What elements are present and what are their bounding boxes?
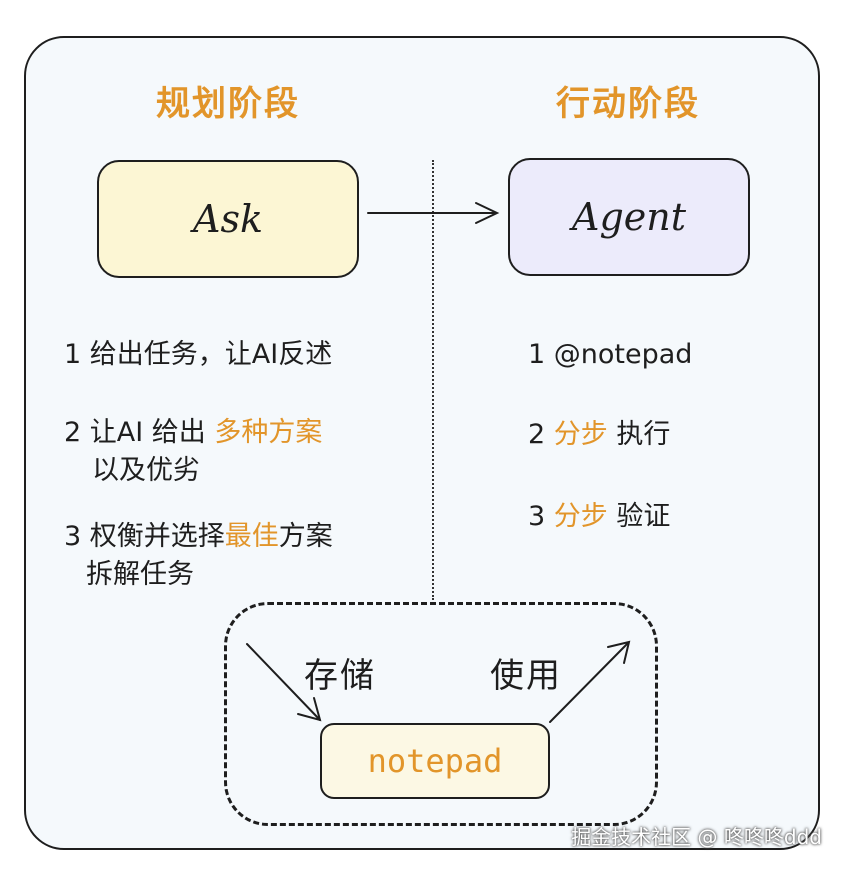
action-step-1: 1 @notepad	[528, 336, 692, 374]
action-step-2: 2 分步 执行	[528, 416, 670, 454]
use-label: 使用	[490, 656, 562, 696]
planning-step-3-suffix: 方案	[278, 521, 333, 552]
action-step-2-prefix: 2	[528, 419, 554, 450]
watermark: 掘金技术社区 @ 咚咚咚ddd	[571, 825, 822, 849]
planning-step-1: 1 给出任务，让AI反述	[64, 336, 332, 374]
planning-step-3-highlight: 最佳	[224, 521, 279, 552]
planning-heading: 规划阶段	[156, 84, 300, 124]
action-step-3-prefix: 3	[528, 501, 554, 532]
action-step-2-suffix: 执行	[607, 419, 671, 450]
action-step-3-suffix: 验证	[607, 501, 671, 532]
planning-step-2-line2: 以及优劣	[92, 455, 200, 486]
planning-step-2-prefix: 2 让AI 给出	[64, 417, 215, 448]
action-step-3: 3 分步 验证	[528, 498, 670, 536]
phase-divider	[432, 160, 434, 600]
action-heading: 行动阶段	[556, 84, 700, 124]
planning-step-3-prefix: 3 权衡并选择	[64, 521, 225, 552]
planning-step-2: 2 让AI 给出 多种方案 以及优劣	[64, 414, 322, 490]
action-step-2-highlight: 分步	[553, 419, 608, 450]
planning-step-1-text: 1 给出任务，让AI反述	[64, 339, 333, 370]
planning-step-3-line2: 拆解任务	[86, 559, 194, 590]
notepad-box: notepad	[320, 723, 550, 799]
planning-step-2-highlight: 多种方案	[214, 417, 323, 448]
store-label: 存储	[304, 656, 376, 696]
action-step-1-text: 1 @notepad	[528, 339, 693, 370]
ask-box: Ask	[97, 160, 359, 278]
agent-box: Agent	[508, 158, 750, 276]
planning-step-3: 3 权衡并选择最佳方案 拆解任务	[64, 518, 333, 594]
action-step-3-highlight: 分步	[553, 501, 608, 532]
notepad-region	[224, 602, 658, 826]
